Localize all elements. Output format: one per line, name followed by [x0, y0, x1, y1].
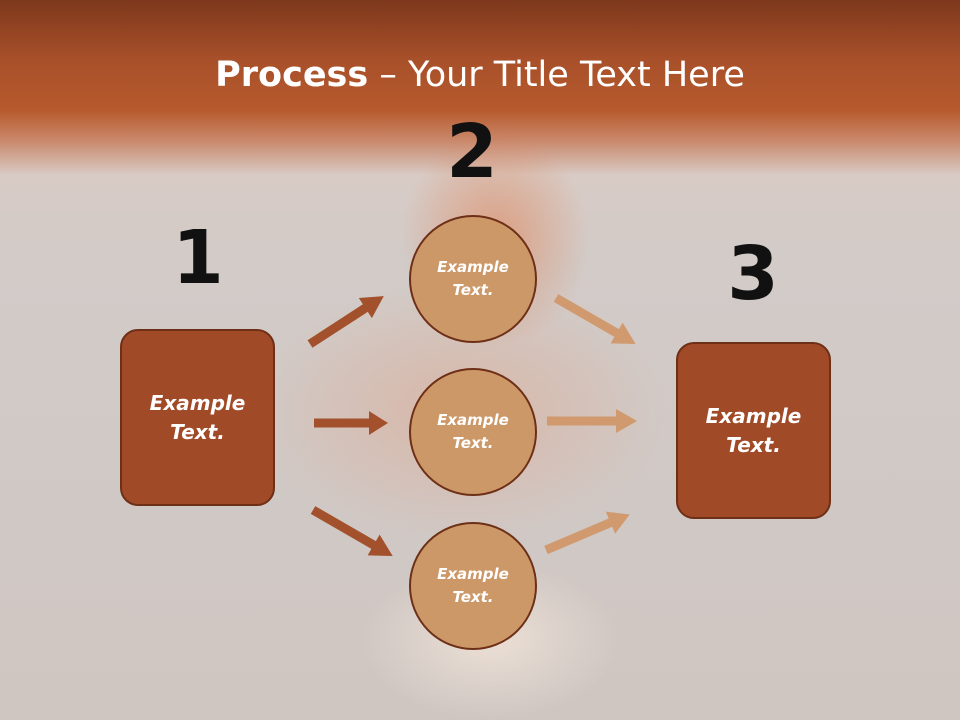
step-number-3: 3 [727, 231, 779, 317]
arrow-right-icon [307, 296, 384, 348]
slide-title: Process – Your Title Text Here [0, 54, 960, 96]
step-3-box: Example Text. [676, 342, 831, 519]
arrows-dark [307, 296, 393, 556]
arrow-right-icon [547, 409, 637, 433]
arrows-light [544, 294, 637, 555]
step-number-1: 1 [172, 215, 224, 301]
title-rest: – Your Title Text Here [368, 55, 745, 95]
circle-label: Example Text. [437, 411, 509, 452]
arrow-right-icon [553, 294, 636, 344]
circle-label: Example Text. [437, 565, 509, 606]
step-2-circle-bottom: Example Text. [409, 522, 537, 650]
arrow-right-icon [544, 511, 630, 555]
arrow-right-icon [310, 506, 393, 556]
step-3-label: Example Text. [705, 403, 802, 457]
step-1-box: Example Text. [120, 329, 275, 506]
title-bold: Process [215, 55, 369, 95]
step-2-circle-middle: Example Text. [409, 368, 537, 496]
step-1-label: Example Text. [149, 390, 246, 444]
step-number-2: 2 [446, 109, 498, 195]
circle-label: Example Text. [437, 258, 509, 299]
step-2-circle-top: Example Text. [409, 215, 537, 343]
arrow-right-icon [314, 411, 388, 435]
